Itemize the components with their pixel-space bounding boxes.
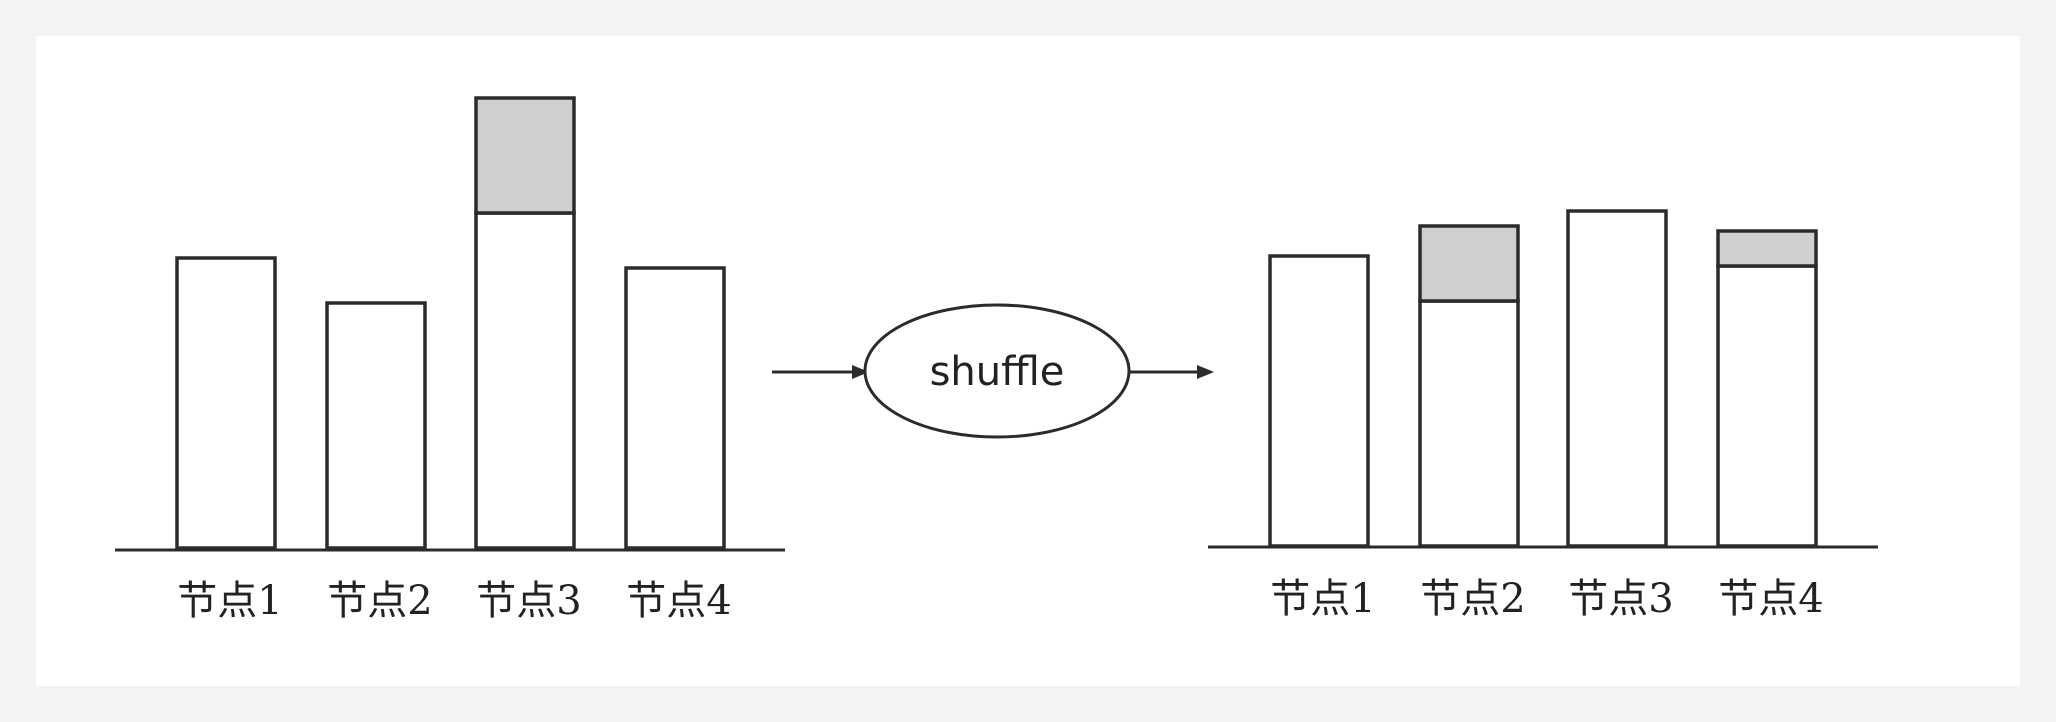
after-bar-node1-base	[1268, 254, 1370, 548]
before-bar-node2-base	[325, 301, 427, 550]
after-bar-node4-excess	[1716, 229, 1818, 268]
before-node-label-2: 节点2	[327, 578, 432, 624]
after-node-label-3: 节点3	[1568, 576, 1673, 622]
shuffle-operation: shuffle	[772, 303, 1214, 439]
after-node-label-2: 节点2	[1420, 576, 1525, 622]
output-arrow-head	[1197, 365, 1214, 379]
input-arrow-head	[852, 365, 869, 379]
before-group: 节点1 节点2 节点3 节点4	[115, 96, 785, 624]
after-group: 节点1 节点2 节点3 节点4	[1208, 209, 1878, 622]
before-bar-node4-base	[624, 266, 726, 550]
after-node-label-4: 节点4	[1718, 576, 1823, 622]
shuffle-label: shuffle	[930, 349, 1065, 395]
after-bar-node4-base	[1716, 264, 1818, 548]
after-node-label-1: 节点1	[1270, 576, 1375, 622]
before-bar-node1-base	[175, 256, 277, 550]
after-bar-node3-base	[1566, 209, 1668, 548]
before-bar-node3-excess	[474, 96, 576, 215]
after-bar-node2-base	[1418, 299, 1520, 548]
before-node-label-1: 节点1	[177, 578, 282, 624]
before-node-label-4: 节点4	[626, 578, 731, 624]
after-bar-node2-excess	[1418, 224, 1520, 303]
before-bar-node3-base	[474, 211, 576, 550]
before-node-label-3: 节点3	[476, 578, 581, 624]
